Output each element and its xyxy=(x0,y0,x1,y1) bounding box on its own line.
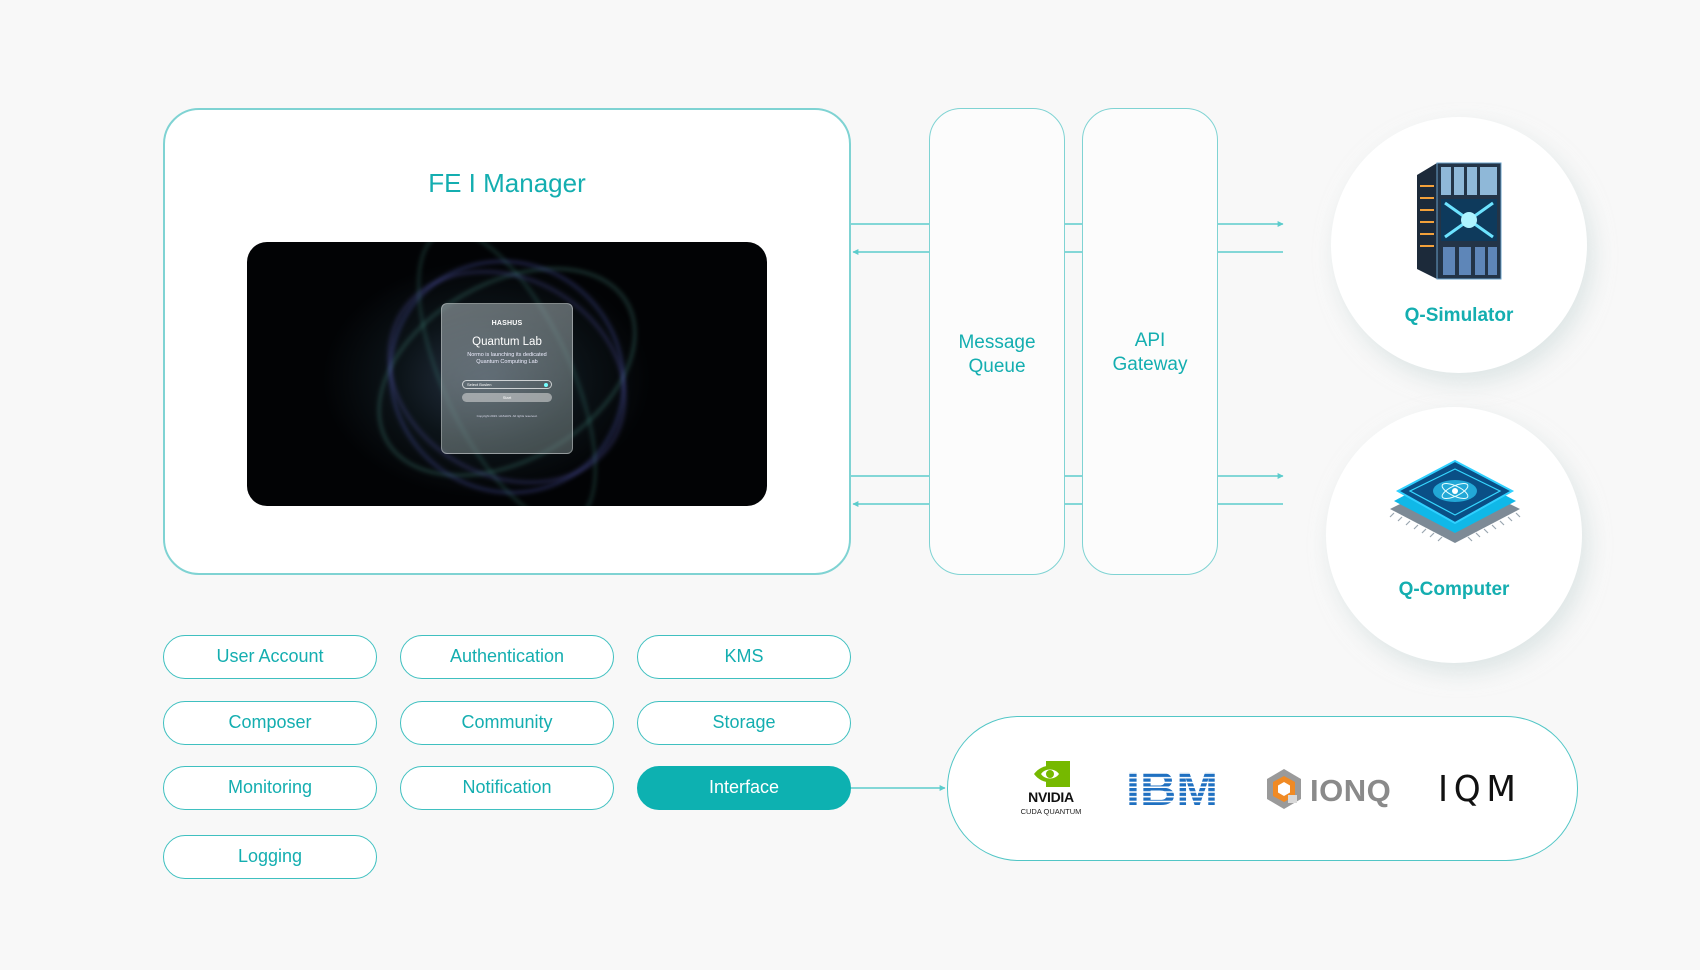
login-subtitle: Normo is launching its dedicated Quantum… xyxy=(442,352,572,366)
ionq-hexagon-icon xyxy=(1267,769,1301,809)
nvidia-eye-icon xyxy=(1034,761,1070,787)
q-simulator-node: Q-Simulator xyxy=(1331,117,1587,373)
login-subtitle-line2: Quantum Computing Lab xyxy=(476,359,538,365)
api-gateway-label-line1: API xyxy=(1134,330,1166,351)
module-logging[interactable]: Logging xyxy=(163,835,377,879)
q-computer-label: Q-Computer xyxy=(1398,579,1510,600)
module-authentication[interactable]: Authentication xyxy=(400,635,614,679)
q-computer-node: Q-Computer xyxy=(1326,407,1582,663)
message-queue-column: Message Queue xyxy=(929,108,1065,575)
server-rack-icon xyxy=(1417,162,1502,280)
quantum-lab-screenshot: HASHUS Quantum Lab Normo is launching it… xyxy=(247,242,767,506)
login-subtitle-line1: Normo is launching its dedicated xyxy=(467,352,547,358)
copyright-text: Copyright 2023. HASHUS. All rights reser… xyxy=(476,414,538,418)
provider-nvidia: NVIDIA CUDA QUANTUM xyxy=(1006,761,1096,821)
module-notification[interactable]: Notification xyxy=(400,766,614,810)
quantum-providers-panel: NVIDIA CUDA QUANTUM IBM IONQ IQM xyxy=(947,716,1578,861)
module-community[interactable]: Community xyxy=(400,701,614,745)
login-card: HASHUS Quantum Lab Normo is launching it… xyxy=(441,303,573,454)
nvidia-name: NVIDIA xyxy=(1028,789,1074,805)
iqm-name: IQM xyxy=(1438,769,1522,810)
system-select[interactable]: Select Boslen xyxy=(462,380,552,389)
api-gateway-label: API Gateway xyxy=(1083,329,1217,377)
message-queue-label-line2: Queue xyxy=(968,356,1026,377)
api-gateway-label-line2: Gateway xyxy=(1112,354,1188,375)
fe-manager-title: FE I Manager xyxy=(428,168,586,198)
provider-ibm: IBM xyxy=(1124,762,1220,815)
nvidia-sub: CUDA QUANTUM xyxy=(1020,807,1082,816)
module-composer[interactable]: Composer xyxy=(163,701,377,745)
system-select-placeholder: Select Boslen xyxy=(467,382,492,387)
login-title: Quantum Lab xyxy=(472,336,542,348)
select-indicator-icon xyxy=(544,383,548,387)
module-user-account[interactable]: User Account xyxy=(163,635,377,679)
module-storage[interactable]: Storage xyxy=(637,701,851,745)
q-simulator-label: Q-Simulator xyxy=(1404,305,1514,326)
quantum-chip-icon xyxy=(1389,459,1521,543)
message-queue-label-line1: Message xyxy=(958,332,1036,353)
message-queue-label: Message Queue xyxy=(930,331,1064,379)
module-interface[interactable]: Interface xyxy=(637,766,851,810)
start-button[interactable]: Start xyxy=(462,393,552,402)
hashus-logo: HASHUS xyxy=(491,320,523,327)
ionq-name: IONQ xyxy=(1310,773,1392,808)
api-gateway-column: API Gateway xyxy=(1082,108,1218,575)
ibm-logo-icon: IBM xyxy=(1126,762,1218,815)
provider-ionq: IONQ xyxy=(1264,767,1404,813)
module-monitoring[interactable]: Monitoring xyxy=(163,766,377,810)
provider-iqm: IQM xyxy=(1438,769,1538,810)
ibm-name: IBM xyxy=(1126,769,1218,807)
module-kms[interactable]: KMS xyxy=(637,635,851,679)
